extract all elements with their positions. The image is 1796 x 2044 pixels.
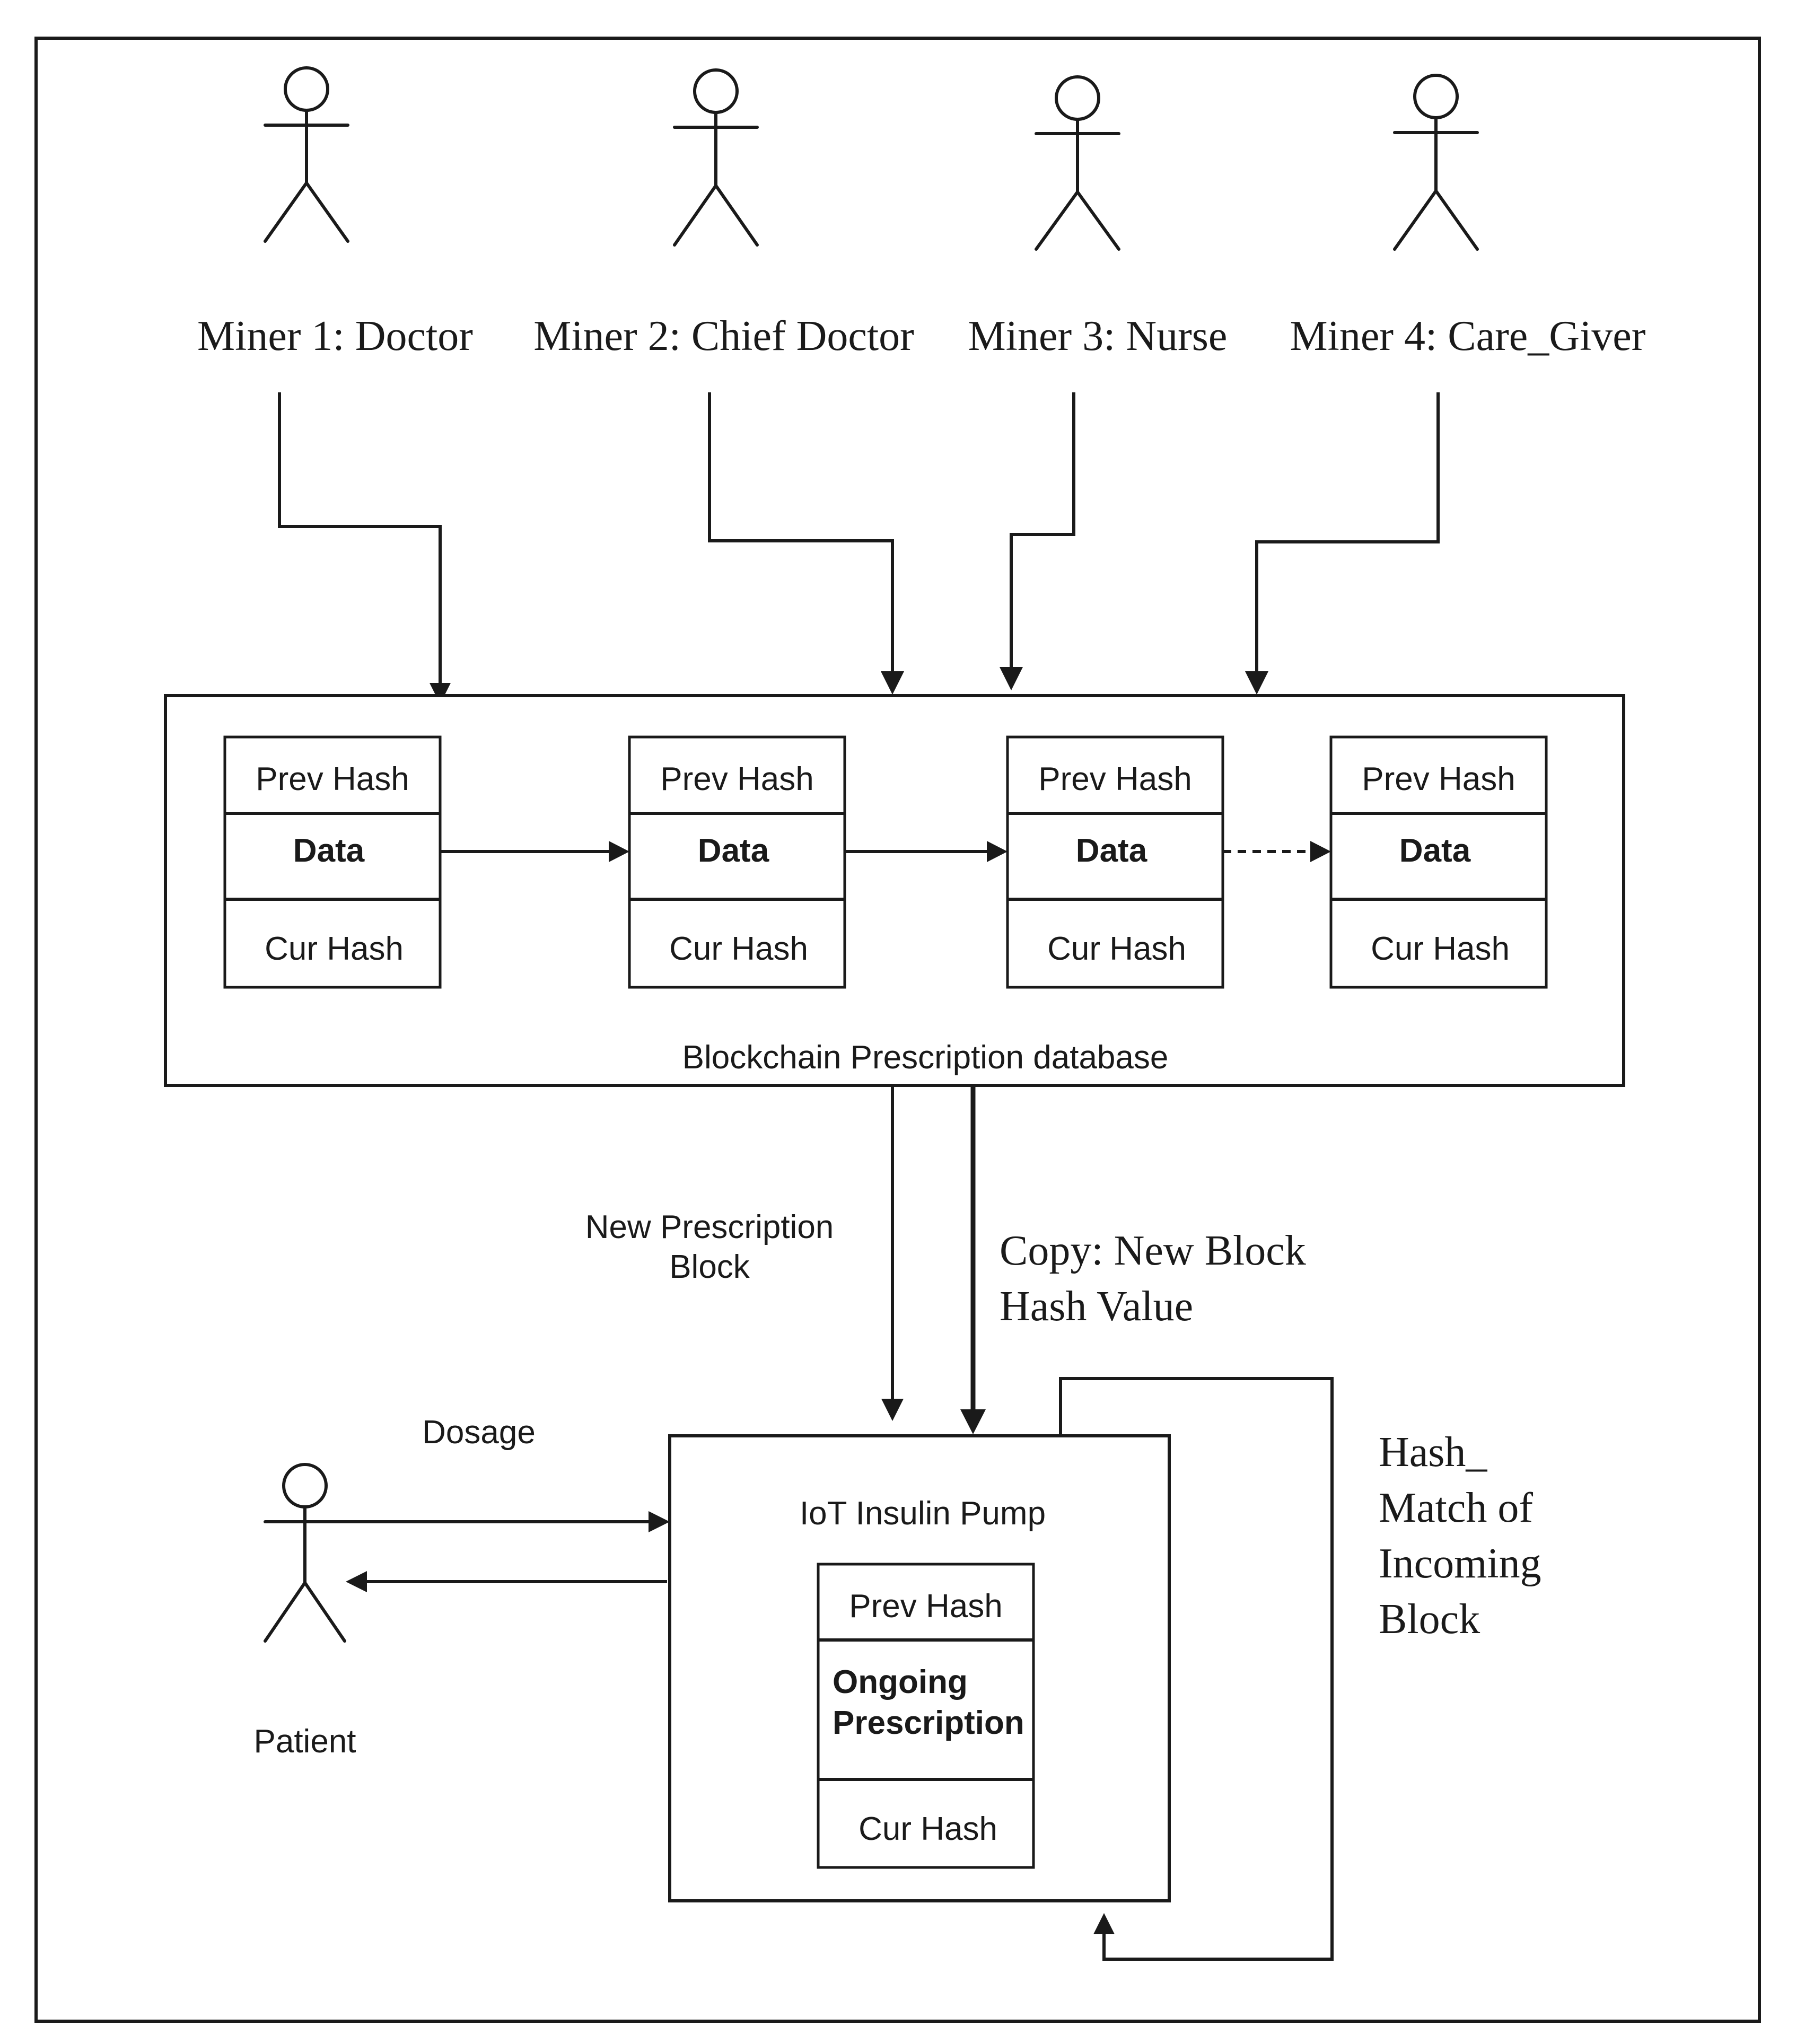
chain-block-4-cur-hash: Cur Hash: [1371, 931, 1510, 967]
pump-block: Prev Hash Ongoing Prescription Cur Hash: [817, 1563, 1035, 1869]
chain-block-3-cur-hash: Cur Hash: [1047, 931, 1186, 967]
miner-1-connector: [278, 392, 451, 704]
chain-block-4-data: Data: [1399, 832, 1471, 869]
new-prescription-arrow: [881, 1085, 904, 1421]
miner-label-2: Miner 2: Chief Doctor: [533, 313, 914, 359]
insulin-pump-title: IoT Insulin Pump: [800, 1495, 1046, 1532]
chain-link-1-2: [440, 841, 629, 862]
patient-to-pump-arrow: [305, 1511, 670, 1532]
pump-block-prev-hash: Prev Hash: [849, 1588, 1002, 1625]
miner-4-connector: [1245, 392, 1440, 695]
chain-block-1-prev-hash: Prev Hash: [256, 761, 409, 797]
miner-label-4: Miner 4: Care_Giver: [1290, 313, 1646, 359]
pump-block-cur-hash: Cur Hash: [858, 1811, 997, 1847]
chain-block-2-prev-hash: Prev Hash: [660, 761, 813, 797]
chain-block-4-prev-hash: Prev Hash: [1362, 761, 1515, 797]
patient-label: Patient: [253, 1723, 356, 1760]
copy-hash-label-line-1: Copy: New Block: [1000, 1227, 1306, 1274]
chain-block-2-data: Data: [698, 832, 769, 869]
pump-block-data-line-1: Ongoing: [833, 1664, 968, 1700]
hash-match-label-line-2: Match of: [1379, 1485, 1533, 1531]
chain-block-3: Prev Hash Data Cur Hash: [1006, 735, 1224, 989]
chain-block-3-data: Data: [1076, 832, 1147, 869]
pump-block-data-line-2: Prescription: [833, 1705, 1024, 1741]
chain-link-3-4-dashed: [1223, 841, 1331, 862]
chain-block-3-prev-hash: Prev Hash: [1038, 761, 1192, 797]
miner-3-connector: [1000, 392, 1075, 690]
miner-2-connector: [708, 392, 904, 695]
hash-match-loop: [1059, 1377, 1334, 1961]
chain-block-2-cur-hash: Cur Hash: [669, 931, 808, 967]
chain-block-2: Prev Hash Data Cur Hash: [628, 735, 846, 989]
miner-actor-1: [264, 66, 349, 243]
blockchain-caption: Blockchain Prescription database: [682, 1039, 1169, 1076]
copy-hash-label-line-2: Hash Value: [1000, 1283, 1193, 1330]
new-prescription-label-line-2: Block: [669, 1249, 750, 1285]
hash-match-label-line-4: Block: [1379, 1596, 1480, 1643]
hash-match-label-line-3: Incoming: [1379, 1540, 1541, 1587]
copy-hash-arrow: [960, 1085, 986, 1434]
chain-link-2-3: [845, 841, 1007, 862]
miner-label-1: Miner 1: Doctor: [197, 313, 473, 359]
dosage-label: Dosage: [422, 1414, 536, 1451]
chain-block-1-data: Data: [293, 832, 365, 869]
miner-label-3: Miner 3: Nurse: [968, 313, 1228, 359]
miner-actor-4: [1393, 74, 1479, 251]
chain-block-1: Prev Hash Data Cur Hash: [223, 735, 442, 989]
miner-actor-3: [1035, 75, 1120, 251]
hash-match-label-line-1: Hash_: [1379, 1429, 1487, 1476]
chain-block-1-cur-hash: Cur Hash: [265, 931, 404, 967]
new-prescription-label-line-1: New Prescription: [585, 1209, 834, 1245]
miner-actor-2: [673, 68, 759, 247]
chain-block-4: Prev Hash Data Cur Hash: [1329, 735, 1548, 989]
pump-to-patient-arrow: [346, 1571, 667, 1592]
